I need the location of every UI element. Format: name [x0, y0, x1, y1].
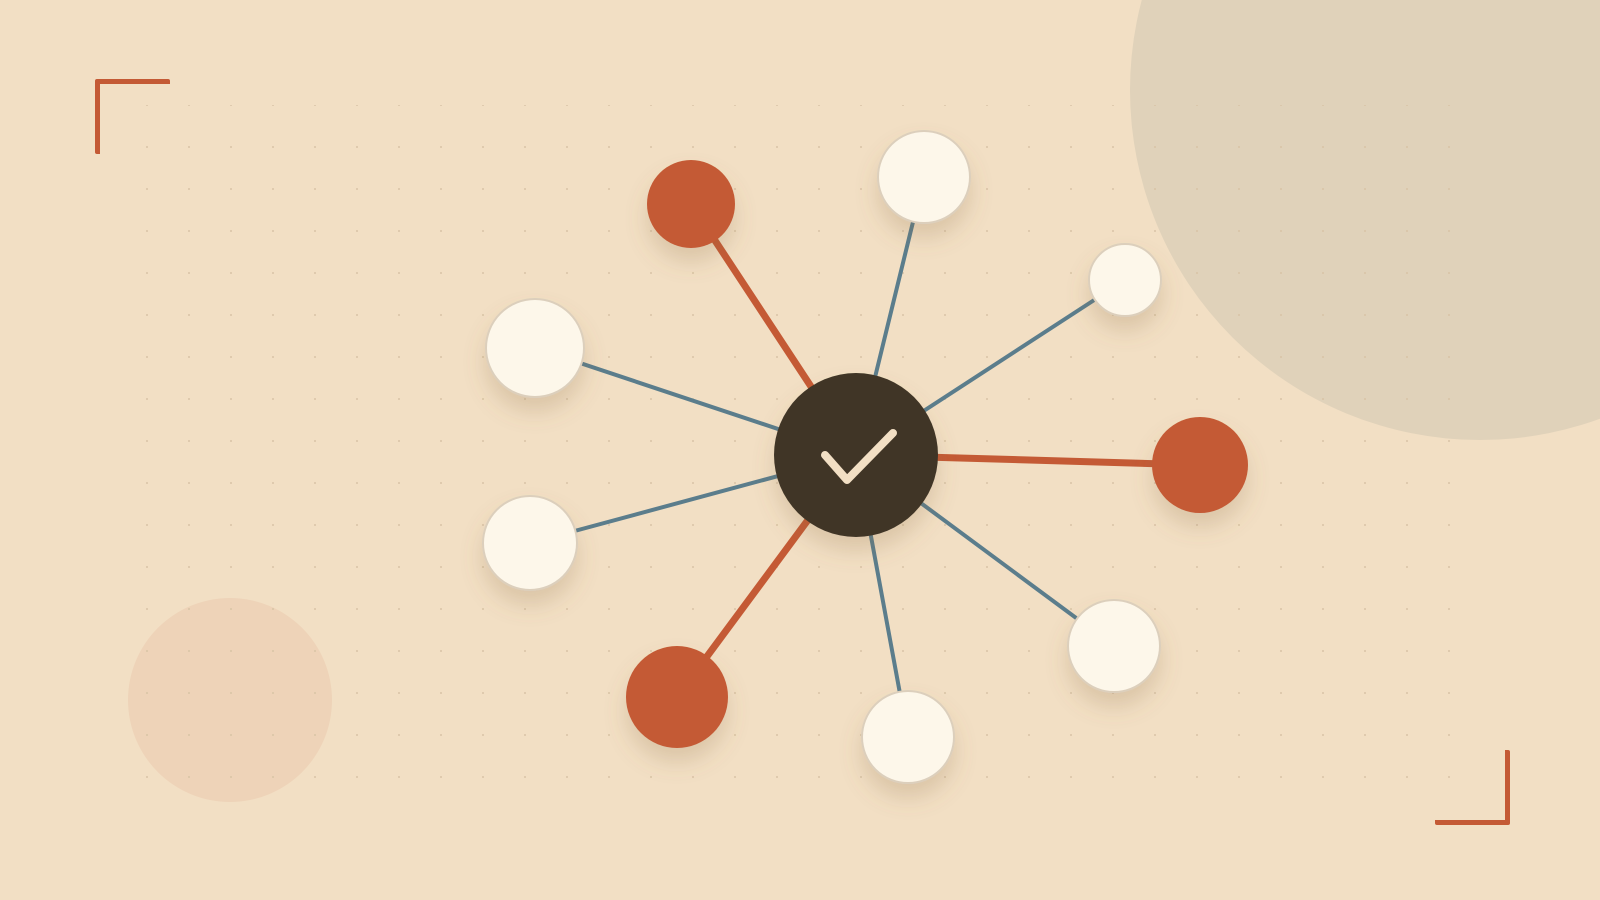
node-left-upper	[485, 298, 585, 398]
node-top	[877, 130, 971, 224]
node-left-lower	[482, 495, 578, 591]
node-top-left	[647, 160, 735, 248]
node-top-right	[1088, 243, 1162, 317]
spoke-nodes	[482, 130, 1248, 784]
corner-bracket-bottom-right	[1435, 750, 1510, 825]
hub-node	[774, 373, 938, 537]
node-right	[1152, 417, 1248, 513]
checkmark-icon	[821, 429, 897, 484]
node-bottom-right	[1067, 599, 1161, 693]
corner-bracket-top-left	[95, 79, 170, 154]
node-bottom-left	[626, 646, 728, 748]
node-bottom	[861, 690, 955, 784]
